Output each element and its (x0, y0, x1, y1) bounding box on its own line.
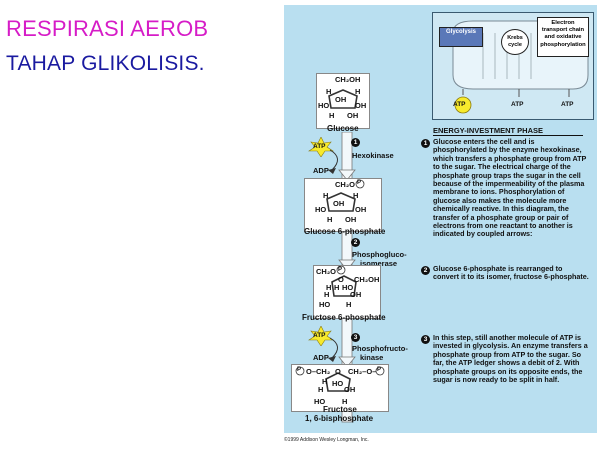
title-line2: TAHAP GLIKOLISIS. (6, 52, 205, 75)
f16bp-molecule: P O–CH₂ O CH₂–O– P H HO H OH HO H (291, 364, 389, 412)
f16bp-label-line2: 1, 6-bisphosphate (305, 414, 374, 423)
etc-box: Electron transport chain and oxidative p… (537, 17, 589, 57)
title-line1: RESPIRASI AEROB (6, 16, 209, 41)
step3-enzyme-line2: kinase (360, 353, 384, 362)
adp-label-step1: ADP (313, 166, 329, 175)
krebs-cycle-circle: Krebs cycle (501, 29, 529, 55)
step2-description: Glucose 6-phosphate is rearranged to con… (433, 264, 589, 282)
step1-number-note: 1 (421, 139, 430, 148)
g6p-molecule: CH₂O P H H OH HO OH H OH (304, 178, 382, 232)
overview-diagram: Glycolysis Krebs cycle Electron transpor… (432, 12, 594, 120)
step1-number: 1 (351, 138, 360, 147)
coupled-arrow-step1 (328, 149, 338, 174)
coupled-arrow-step3 (328, 337, 338, 362)
step2-enzyme-line1: Phosphogluco- (352, 250, 407, 259)
step1-enzyme: Hexokinase (352, 151, 394, 160)
copyright: ©1999 Addison Wesley Longman, Inc. (284, 437, 369, 443)
adp-label-step3: ADP (313, 353, 329, 362)
step2-number-note: 2 (421, 266, 430, 275)
atp-star-icon (308, 137, 334, 157)
g6p-label: Glucose 6-phosphate (304, 227, 386, 236)
glucose-ring (328, 89, 358, 109)
atp-output-2: ATP (511, 101, 524, 108)
glucose-label: Glucose (327, 124, 359, 133)
step3-number-note: 3 (421, 335, 430, 344)
glycolysis-box: Glycolysis (439, 27, 483, 47)
step1-description: Glucose enters the cell and is phosphory… (433, 137, 587, 239)
step3-enzyme-line1: Phosphofructo- (352, 344, 408, 353)
step3-description: In this step, still another molecule of … (433, 333, 588, 385)
step2-enzyme-line2: isomerase (360, 259, 398, 268)
glucose-molecule: CH₂OH H H OH HO OH H OH (316, 73, 370, 129)
atp-output-1: ATP (453, 101, 466, 108)
atp-output-3: ATP (561, 101, 574, 108)
step2-number: 2 (351, 238, 360, 247)
phase-title: ENERGY-INVESTMENT PHASE (433, 126, 544, 135)
phase-title-underline (433, 135, 583, 136)
atp-label-step1: ATP (313, 143, 326, 150)
atp-star-icon (308, 326, 334, 346)
f16bp-label-line1: Fructose (323, 405, 357, 414)
atp-label-step3: ATP (313, 332, 326, 339)
f16bp-ring (295, 366, 385, 392)
g6p-ring (326, 179, 365, 212)
f6p-ring (331, 266, 357, 297)
step3-number: 3 (351, 333, 360, 342)
f6p-label: Fructose 6-phosphate (302, 313, 386, 322)
f6p-molecule: CH₂O P O CH₂OH H H HO H OH HO H (313, 265, 381, 319)
